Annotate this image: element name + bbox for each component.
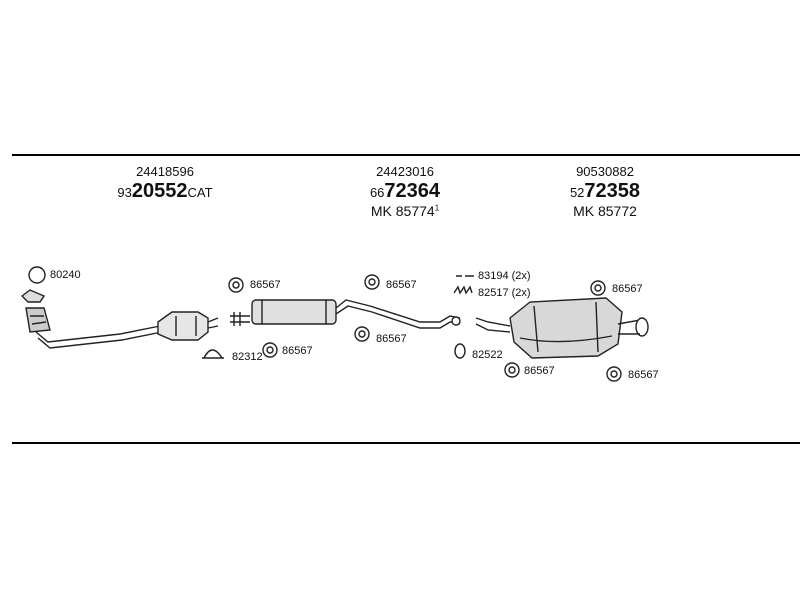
section-code: 6672364	[350, 181, 460, 201]
u-clamp-icon	[202, 349, 224, 359]
code-main: 72364	[384, 180, 441, 202]
clamp-icon	[262, 342, 278, 358]
middle-pipe-icon	[230, 312, 250, 326]
clamp-icon	[364, 274, 380, 290]
bottom-rule	[12, 442, 800, 444]
rear-pipe-inlet-icon	[475, 317, 511, 333]
mk-code: MK 85772	[550, 204, 660, 218]
part-number: 90530882	[576, 164, 634, 179]
spring-icon	[453, 285, 473, 295]
top-rule	[12, 154, 800, 156]
clamp-icon	[354, 326, 370, 342]
section-header-front: 24418596 9320552CAT	[110, 162, 220, 201]
catalytic-converter-icon	[157, 311, 219, 341]
code-prefix: 52	[569, 185, 585, 200]
label-80240: 80240	[50, 269, 81, 281]
clamp-icon	[504, 362, 520, 378]
gasket-ring-icon	[28, 266, 46, 284]
code-main: 72358	[584, 180, 641, 202]
center-pipe-icon	[335, 299, 461, 329]
clamp-icon	[590, 280, 606, 296]
mk-label: MK	[370, 203, 392, 219]
label-86567: 86567	[386, 279, 417, 291]
section-code: 9320552CAT	[110, 181, 220, 201]
code-prefix: 66	[369, 185, 385, 200]
label-83194: 83194 (2x)	[478, 270, 531, 282]
manifold-flange-icon	[20, 289, 51, 333]
mk-label: MK	[573, 203, 595, 219]
rubber-ring-icon	[454, 343, 466, 359]
label-86567: 86567	[612, 283, 643, 295]
label-82517: 82517 (2x)	[478, 287, 531, 299]
front-pipe-icon	[35, 325, 163, 349]
part-number: 24418596	[136, 164, 194, 179]
label-86567: 86567	[250, 279, 281, 291]
section-header-middle: 24423016 6672364 MK 857741	[350, 162, 460, 218]
section-code: 5272358	[550, 181, 660, 201]
mk-number: 85772	[597, 203, 637, 219]
clamp-icon	[228, 277, 244, 293]
tailpipe-icon	[617, 317, 649, 337]
label-82312: 82312	[232, 351, 263, 363]
middle-silencer-icon	[251, 299, 337, 325]
label-86567: 86567	[524, 365, 555, 377]
label-86567: 86567	[376, 333, 407, 345]
section-header-rear: 90530882 5272358 MK 85772	[550, 162, 660, 218]
part-number: 24423016	[376, 164, 434, 179]
label-82522: 82522	[472, 349, 503, 361]
label-86567: 86567	[282, 345, 313, 357]
code-prefix: 93	[117, 185, 132, 200]
code-suffix: CAT	[187, 185, 213, 200]
mk-code: MK 857741	[350, 204, 460, 218]
rear-silencer-icon	[509, 297, 623, 359]
label-86567: 86567	[628, 369, 659, 381]
mk-number: 85774	[395, 203, 435, 219]
mk-superscript: 1	[434, 203, 440, 213]
clamp-icon	[606, 366, 622, 382]
code-main: 20552	[131, 180, 188, 202]
